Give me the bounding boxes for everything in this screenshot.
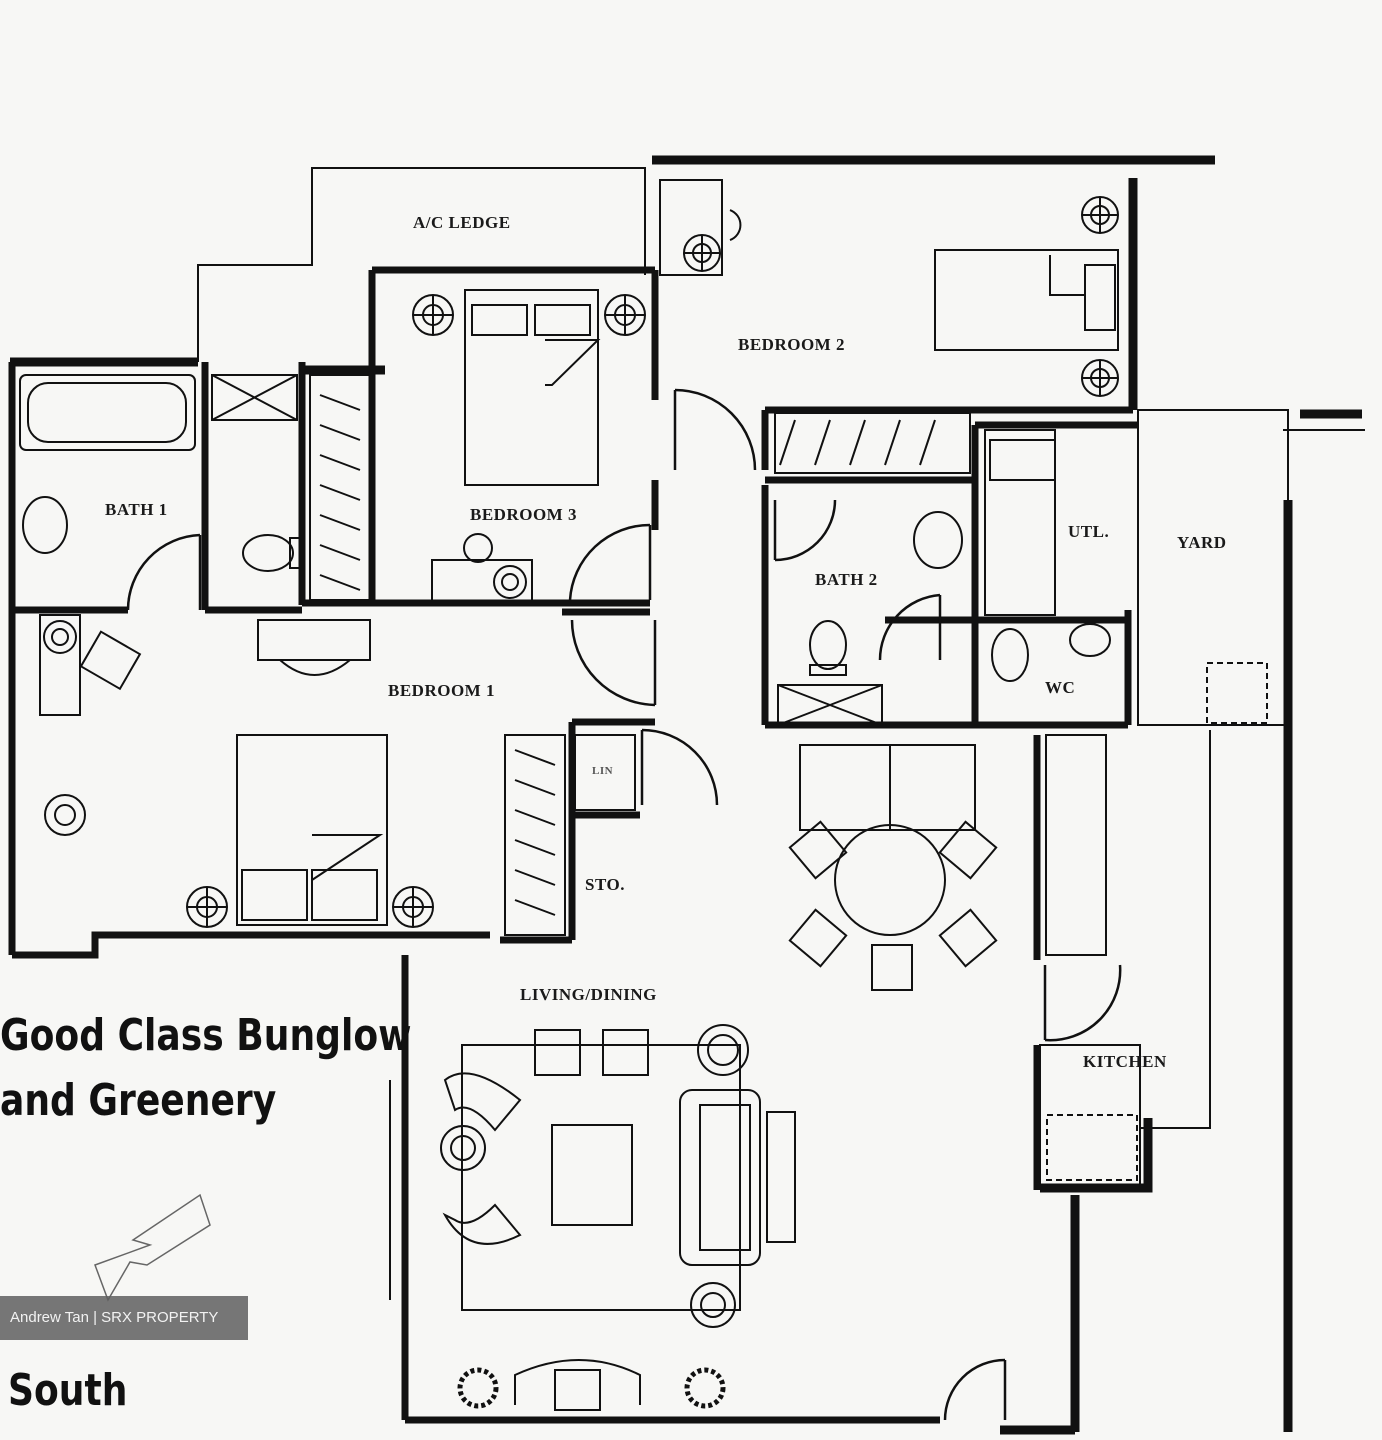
annotation-good-class-bunglow: Good Class Bunglow (0, 1010, 412, 1061)
lamp-symbols (43, 196, 1119, 1409)
room-label-utl: UTL. (1068, 522, 1110, 541)
room-label-ac-ledge: A/C LEDGE (413, 213, 511, 232)
room-label-bath-1: BATH 1 (105, 500, 168, 519)
room-label-living-dining: LIVING/DINING (520, 985, 657, 1004)
annotation-south: South (8, 1365, 128, 1416)
room-label-sto: STO. (585, 875, 625, 894)
dining-set (788, 744, 998, 991)
room-label-lin: LIN (592, 765, 614, 777)
room-label-bedroom-1: BEDROOM 1 (388, 681, 495, 700)
exterior-walls (10, 155, 1362, 1435)
desks (39, 179, 742, 811)
room-label-wc: WC (1045, 678, 1076, 697)
thin-walls (389, 409, 1365, 1300)
door-swings (126, 388, 1122, 1421)
living-furniture (442, 1029, 796, 1411)
room-label-bedroom-3: BEDROOM 3 (470, 505, 577, 524)
room-label-yard: YARD (1177, 533, 1227, 552)
interior-walls (8, 266, 1138, 1424)
annotation-and-greenery: and Greenery (0, 1075, 277, 1126)
room-label-kitchen: KITCHEN (1083, 1052, 1167, 1071)
ac-ledge-outline (197, 167, 646, 362)
dashed-fixtures (1046, 662, 1268, 1181)
watermark-banner: Andrew Tan | SRX PROPERTY (0, 1296, 248, 1340)
south-arrow (94, 1193, 211, 1302)
room-label-bedroom-2: BEDROOM 2 (738, 335, 845, 354)
room-label-bath-2: BATH 2 (815, 570, 878, 589)
bath-fixtures (19, 374, 1111, 726)
beds (236, 249, 1119, 926)
wardrobes (309, 374, 971, 936)
